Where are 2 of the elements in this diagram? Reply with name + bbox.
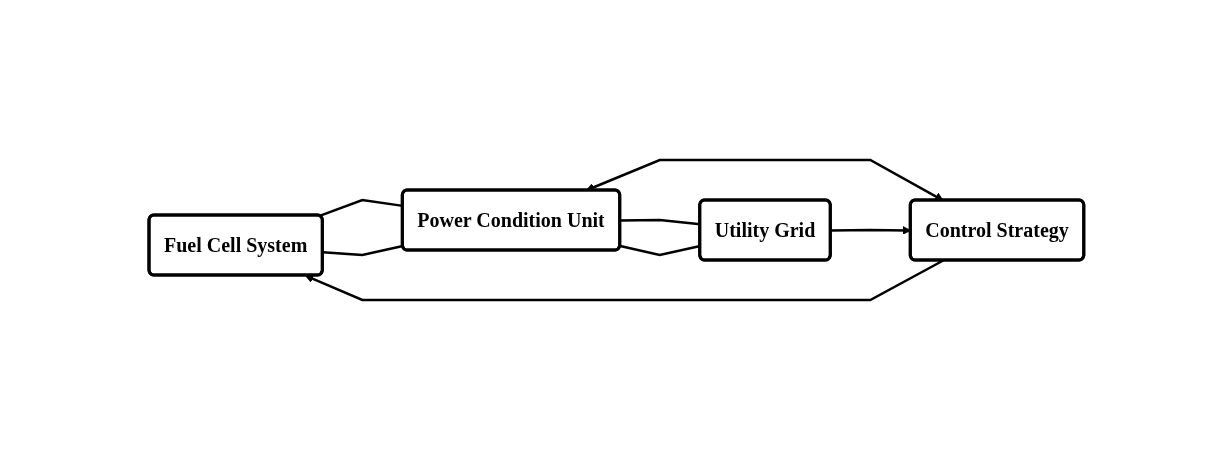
- connector: [322, 244, 403, 256]
- connector: [619, 218, 700, 226]
